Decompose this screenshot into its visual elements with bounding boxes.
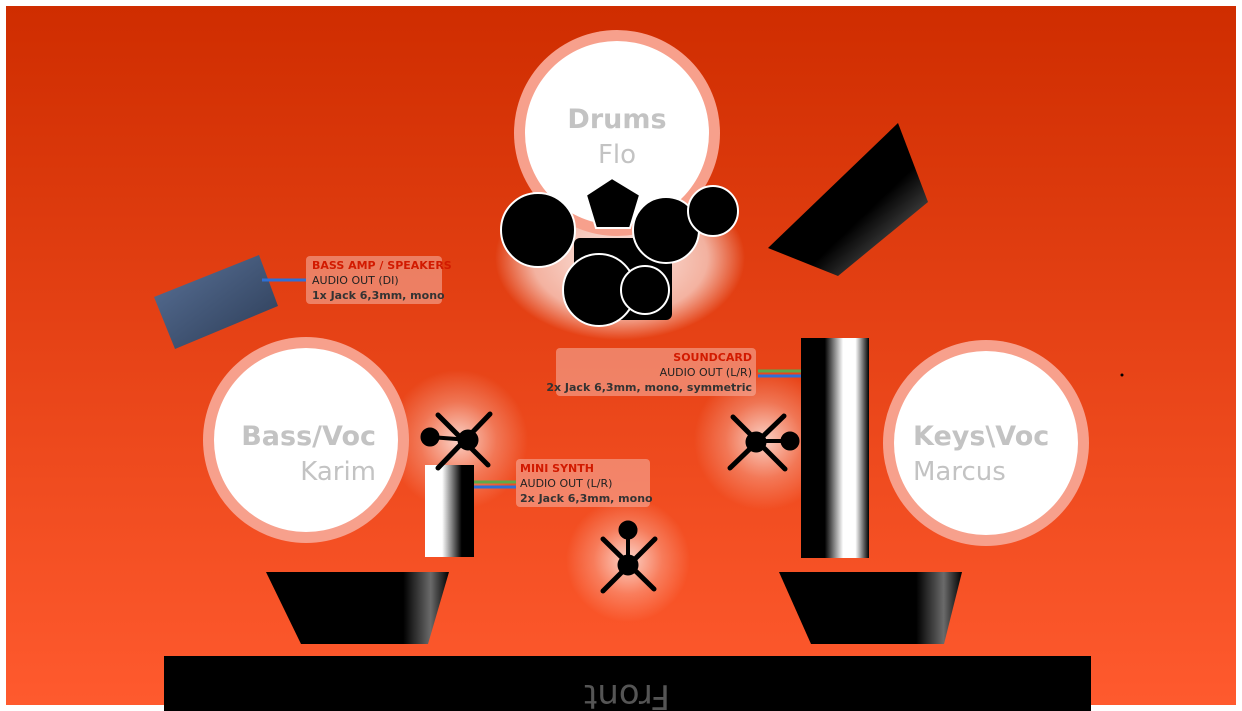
amp-icon	[154, 255, 278, 349]
drums-person: Flo	[598, 140, 636, 170]
soundcard-label-line: 2x Jack 6,3mm, mono, symmetric	[546, 381, 752, 394]
keys-name: Keys\Voc	[913, 421, 1049, 452]
keys-person: Marcus	[913, 457, 1006, 487]
mini-synth-label-title: MINI SYNTH	[520, 462, 594, 475]
soundcard-label: SOUNDCARD AUDIO OUT (L/R) 2x Jack 6,3mm,…	[546, 348, 756, 396]
bass-circle: Bass/Voc Karim	[203, 337, 409, 543]
soundcard-label-line: AUDIO OUT (L/R)	[660, 366, 752, 379]
mic-stand-icon	[600, 520, 658, 594]
drum-kit-icon	[500, 176, 739, 327]
bass-name: Bass/Voc	[241, 421, 376, 452]
monitor-wedge-icon	[779, 572, 962, 644]
bass-amp-label-title: BASS AMP / SPEAKERS	[312, 259, 452, 272]
drums-name: Drums	[567, 104, 666, 135]
mini-synth-label-line: AUDIO OUT (L/R)	[520, 477, 612, 490]
mini-synth-icon	[425, 465, 474, 557]
monitor-wedge-icon	[768, 123, 928, 276]
stray-dot	[1120, 373, 1124, 377]
soundcard-label-title: SOUNDCARD	[673, 351, 752, 364]
bass-amp-label-line: AUDIO OUT (DI)	[312, 274, 399, 287]
mic-stand-icon	[727, 413, 800, 472]
drums-circle: Drums Flo	[514, 30, 720, 236]
front-label: Front	[584, 676, 670, 711]
keys-circle: Keys\Voc Marcus	[883, 340, 1089, 546]
bass-amp-label-line: 1x Jack 6,3mm, mono	[312, 289, 445, 302]
bass-amp-label: BASS AMP / SPEAKERS AUDIO OUT (DI) 1x Ja…	[306, 256, 452, 304]
mini-synth-label: MINI SYNTH AUDIO OUT (L/R) 2x Jack 6,3mm…	[516, 459, 653, 507]
mini-synth-label-line: 2x Jack 6,3mm, mono	[520, 492, 653, 505]
keyboard-icon	[801, 338, 869, 558]
monitor-wedge-icon	[266, 572, 449, 644]
bass-person: Karim	[300, 457, 376, 487]
cables	[262, 278, 804, 489]
front-bar	[164, 656, 1091, 711]
mic-stand-icon	[420, 411, 493, 471]
